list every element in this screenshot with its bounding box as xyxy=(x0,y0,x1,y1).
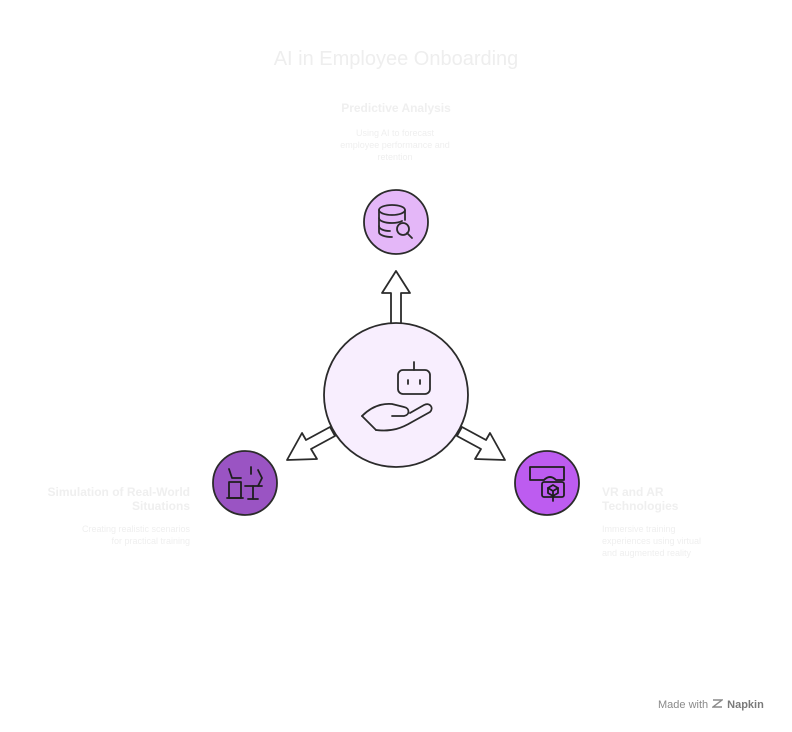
simulation-node xyxy=(212,450,278,516)
simulation-heading: Simulation of Real-World Situations xyxy=(47,485,190,513)
arrow-to-predictive xyxy=(381,270,411,327)
center-hub xyxy=(323,322,469,468)
robot-hand-icon xyxy=(361,361,433,432)
predictive-analysis-description: Using AI to forecast employee performanc… xyxy=(340,128,450,162)
desk-chair-icon xyxy=(226,466,263,500)
simulation-description: Creating realistic scenarios for practic… xyxy=(81,524,190,546)
footer-prefix: Made with xyxy=(658,699,709,711)
footer: Made with Napkin xyxy=(658,698,764,712)
diagram-title: AI in Employee Onboarding xyxy=(273,48,519,70)
napkin-logo-icon xyxy=(711,698,725,712)
vr-headset-icon xyxy=(529,466,565,502)
arrow-to-simulation xyxy=(286,426,336,461)
arrow-to-vr xyxy=(456,426,506,461)
vr-ar-description: Immersive training experiences using vir… xyxy=(602,524,702,558)
database-search-icon xyxy=(378,204,413,239)
predictive-analysis-heading: Predictive Analysis xyxy=(341,101,451,115)
vr-ar-node xyxy=(514,450,580,516)
vr-ar-heading: VR and AR Technologies xyxy=(602,485,679,513)
footer-brand: Napkin xyxy=(727,699,764,711)
